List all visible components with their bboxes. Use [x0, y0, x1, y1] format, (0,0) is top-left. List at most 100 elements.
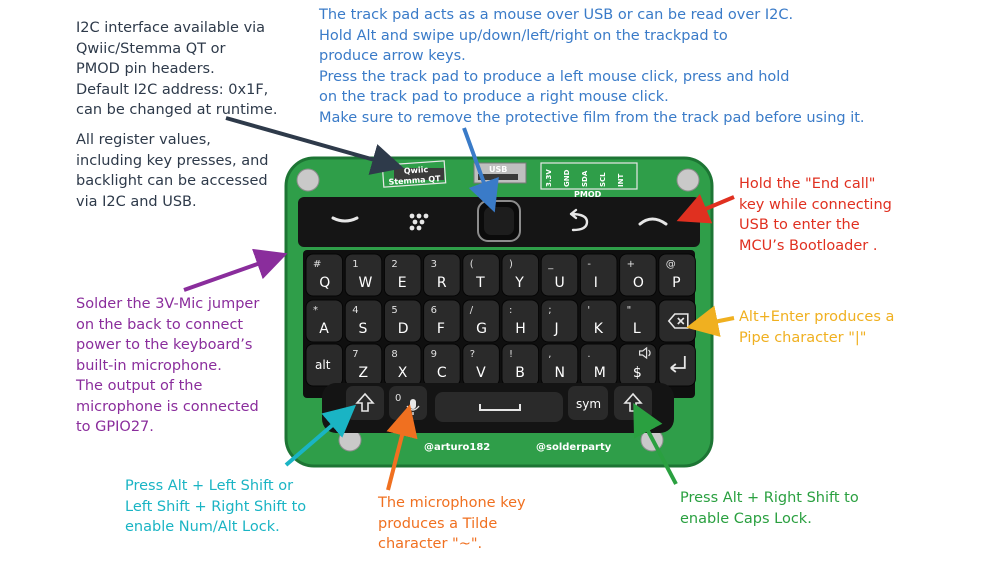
key-main-label: Z	[359, 365, 369, 381]
i2c-note-line: Default I2C address: 0x1F,	[76, 81, 269, 98]
caps-lock-note: Press Alt + Right Shift to enable Caps Lo…	[680, 488, 859, 529]
key-main-label: G	[476, 321, 487, 337]
i2c-note-line: can be changed at runtime.	[76, 102, 278, 118]
key-alt-label: .	[587, 349, 590, 360]
mic-jumper-note-line: Solder the 3V-Mic jumper	[76, 296, 260, 312]
key-f[interactable]: 6F	[423, 299, 461, 343]
enter-icon	[670, 356, 686, 373]
key-j[interactable]: ;J	[540, 299, 579, 343]
key-alt-label: 1	[352, 259, 358, 270]
key-v[interactable]: ?V	[462, 343, 500, 387]
key-main-label: M	[594, 365, 606, 381]
key-alt-label: 4	[352, 305, 358, 316]
key-main-label: W	[359, 275, 373, 291]
mic-jumper-note-line: microphone is connected	[76, 398, 259, 415]
key-main-label: Y	[514, 275, 524, 291]
key-main-label: C	[437, 365, 447, 381]
key-k[interactable]: 'K	[579, 299, 618, 343]
key-h[interactable]: :H	[501, 299, 540, 343]
menu-key-icon[interactable]	[409, 213, 429, 231]
key-t[interactable]: (T	[462, 253, 500, 297]
key-g[interactable]: /G	[462, 299, 500, 343]
key-main-label: P	[672, 275, 680, 291]
key-alt-label: '	[587, 305, 590, 316]
key-main-label: L	[633, 321, 641, 337]
space-key[interactable]	[435, 392, 563, 422]
key-alt[interactable]: alt	[305, 343, 344, 387]
key-main-label: D	[398, 321, 409, 337]
key-b[interactable]: !B	[501, 343, 540, 387]
call-key-icon[interactable]	[331, 216, 359, 223]
pmod-header	[540, 162, 638, 190]
key-main-label: N	[555, 365, 565, 381]
silk-stemma: Stemma QT	[388, 174, 441, 187]
key-l[interactable]: "L	[619, 299, 657, 343]
key-main-label: H	[515, 321, 526, 337]
pipe-note-line: Alt+Enter produces a	[739, 309, 895, 325]
key-z[interactable]: 7Z	[344, 343, 383, 387]
key-a[interactable]: *A	[305, 299, 344, 343]
key-alt-label: 9	[431, 349, 437, 360]
key-alt-label: 8	[391, 349, 397, 360]
arrow-qwiic	[225, 116, 404, 175]
arrow-pipe	[686, 305, 735, 337]
trackpad-note-line: Hold Alt and swipe up/down/left/right on…	[319, 27, 728, 44]
arrow-trackpad	[462, 127, 499, 213]
key-alt-label: ?	[470, 349, 475, 360]
key-o[interactable]: +O	[619, 253, 657, 297]
key-alt-label: 6	[431, 305, 437, 316]
key-alt-label: #	[313, 259, 321, 270]
key-u[interactable]: _U	[540, 253, 579, 297]
key-r[interactable]: 3R	[423, 253, 461, 297]
key-alt-label: /	[470, 305, 474, 316]
key-q[interactable]: #Q	[305, 253, 344, 297]
caps-note-line: enable Caps Lock.	[680, 510, 812, 527]
arrow-caps	[633, 402, 678, 485]
key-i[interactable]: -I	[579, 253, 618, 297]
trackpad-note-line: produce arrow keys.	[319, 48, 466, 64]
key-alt-label: *	[313, 305, 318, 316]
trackpad-note-line: on the track pad to produce a right mous…	[319, 89, 669, 105]
i2c-note-line: Qwiic/Stemma QT or	[76, 40, 226, 57]
registers-note-line: backlight can be accessed	[76, 173, 268, 189]
key-alt-label: ,	[548, 349, 551, 360]
key-main-label: $	[633, 365, 642, 381]
mounting-hole-tl	[296, 168, 320, 192]
key-x[interactable]: 8X	[383, 343, 422, 387]
key-alt-label: +	[627, 259, 635, 270]
i2c-note-line: PMOD pin headers.	[76, 61, 215, 77]
key-main-label: B	[515, 365, 525, 381]
trackpad-note-line: Press the track pad to produce a left mo…	[319, 68, 790, 85]
key-alt-label: 5	[391, 305, 397, 316]
mic-key-alt: 0	[395, 393, 401, 404]
key-main-label: O	[633, 275, 644, 291]
end-call-key-icon[interactable]	[638, 217, 668, 226]
end-call-note-line: MCU’s Bootloader .	[739, 237, 878, 254]
pipe-note-line: Pipe character "|"	[739, 329, 867, 346]
enter-key[interactable]	[658, 343, 696, 387]
pmod-pin-label: SCL	[599, 172, 607, 187]
key-p[interactable]: @P	[658, 253, 696, 297]
pipe-note: Alt+Enter produces a Pipe character "|"	[739, 307, 894, 348]
caps-note-line: Press Alt + Right Shift to	[680, 490, 859, 506]
key-alt-label: 2	[391, 259, 397, 270]
key-s[interactable]: 4S	[344, 299, 383, 343]
arrow-end-call	[676, 193, 735, 224]
key-d[interactable]: 5D	[383, 299, 422, 343]
sym-key[interactable]	[568, 386, 608, 420]
key-main-label: I	[594, 275, 598, 291]
key-alt-label: :	[509, 305, 512, 316]
end-call-note-line: key while connecting	[739, 196, 892, 213]
key-main-label: F	[437, 321, 445, 337]
key-y[interactable]: )Y	[501, 253, 540, 297]
trackpad-note: The track pad acts as a mouse over USB o…	[319, 5, 865, 128]
key-alt-label: (	[470, 259, 474, 270]
back-key-icon[interactable]	[569, 208, 589, 232]
key-e[interactable]: 2E	[383, 253, 422, 297]
mounting-hole-tr	[676, 168, 700, 192]
num-lock-note-line: enable Num/Alt Lock.	[125, 519, 280, 535]
registers-note-line: via I2C and USB.	[76, 193, 197, 210]
key-w[interactable]: 1W	[344, 253, 383, 297]
